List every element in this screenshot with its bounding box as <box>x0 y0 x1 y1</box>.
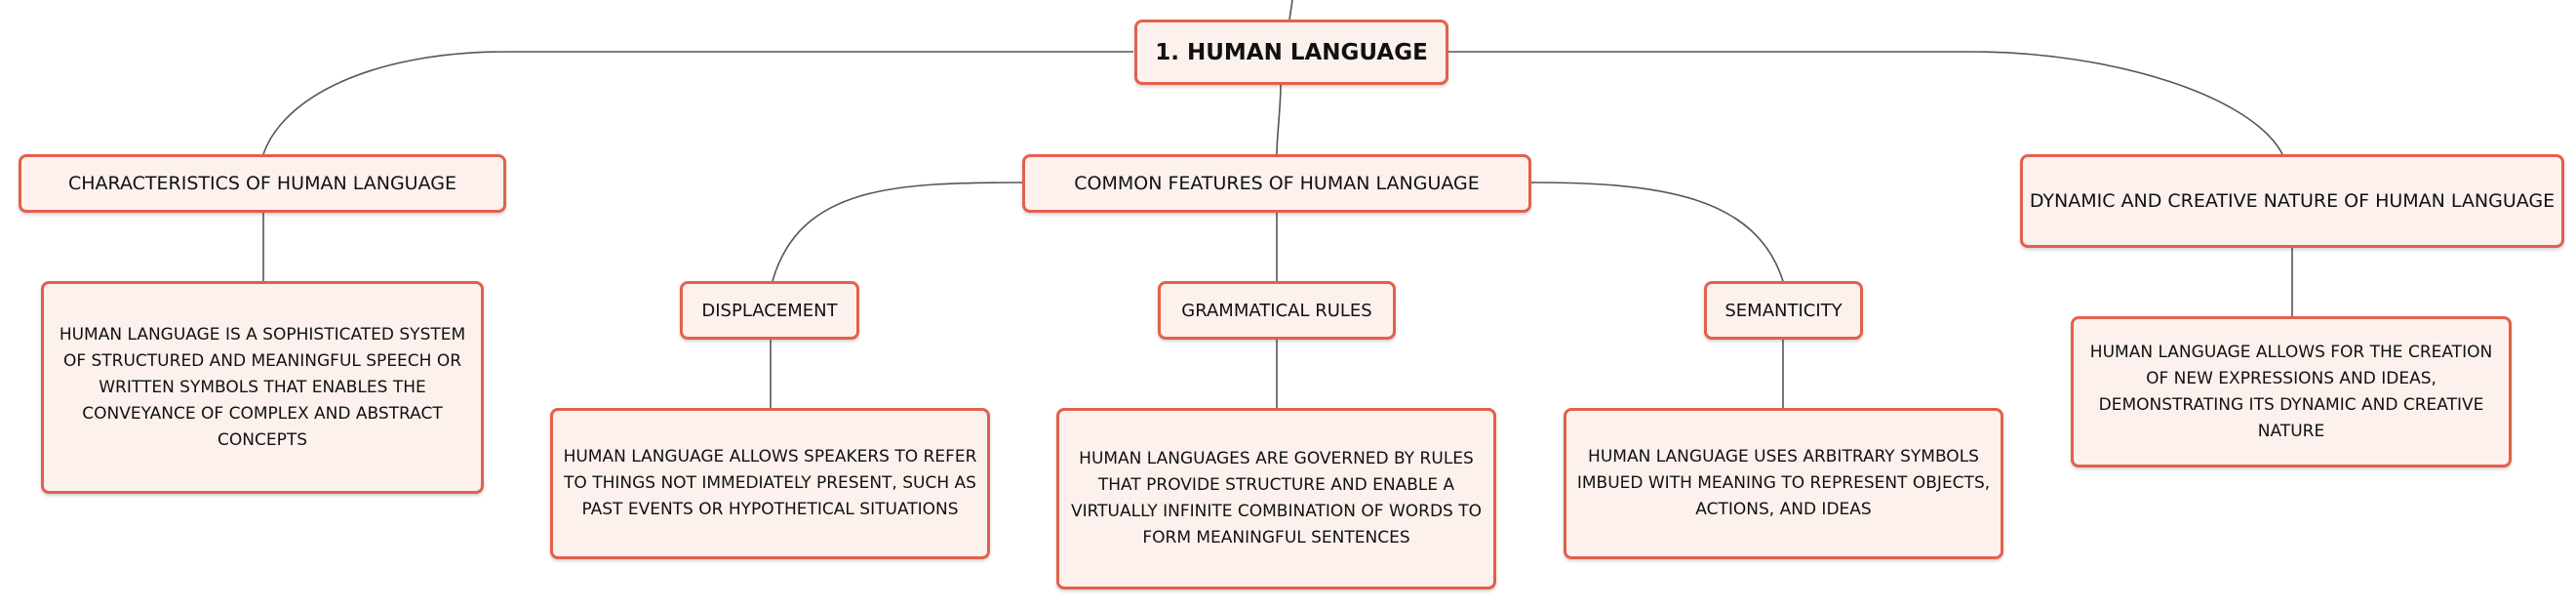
dynamic-node[interactable]: DYNAMIC AND CREATIVE NATURE OF HUMAN LAN… <box>2020 154 2564 248</box>
link-root-to-characteristics <box>262 51 1133 155</box>
semanticity-description-node[interactable]: HUMAN LANGUAGE USES ARBITRARY SYMBOLS IM… <box>1564 408 2003 559</box>
grammatical-rules-description: HUMAN LANGUAGES ARE GOVERNED BY RULES TH… <box>1070 449 1483 548</box>
link-root-to-dynamic <box>1448 51 2283 155</box>
dynamic-description-node[interactable]: HUMAN LANGUAGE ALLOWS FOR THE CREATION O… <box>2071 316 2512 467</box>
link-parent-to-root <box>1288 0 1293 20</box>
link-common-to-displacement <box>772 182 1023 282</box>
grammatical-rules-label: GRAMMATICAL RULES <box>1181 300 1372 321</box>
displacement-description-node[interactable]: HUMAN LANGUAGE ALLOWS SPEAKERS TO REFER … <box>550 408 990 559</box>
characteristics-description-node[interactable]: HUMAN LANGUAGE IS A SOPHISTICATED SYSTEM… <box>41 281 484 494</box>
displacement-label: DISPLACEMENT <box>701 300 838 321</box>
grammatical-rules-description-node[interactable]: HUMAN LANGUAGES ARE GOVERNED BY RULES TH… <box>1056 408 1496 589</box>
root-label: 1. HUMAN LANGUAGE <box>1155 39 1428 65</box>
characteristics-description: HUMAN LANGUAGE IS A SOPHISTICATED SYSTEM… <box>59 324 466 450</box>
common-features-label: COMMON FEATURES OF HUMAN LANGUAGE <box>1074 173 1480 194</box>
characteristics-label: CHARACTERISTICS OF HUMAN LANGUAGE <box>68 173 456 194</box>
semanticity-node[interactable]: SEMANTICITY <box>1704 281 1863 340</box>
displacement-node[interactable]: DISPLACEMENT <box>680 281 859 340</box>
root-node[interactable]: 1. HUMAN LANGUAGE <box>1134 20 1448 85</box>
characteristics-node[interactable]: CHARACTERISTICS OF HUMAN LANGUAGE <box>19 154 506 213</box>
grammatical-rules-node[interactable]: GRAMMATICAL RULES <box>1158 281 1396 340</box>
dynamic-description: HUMAN LANGUAGE ALLOWS FOR THE CREATION O… <box>2089 342 2493 441</box>
displacement-description: HUMAN LANGUAGE ALLOWS SPEAKERS TO REFER … <box>563 447 977 519</box>
common-features-node[interactable]: COMMON FEATURES OF HUMAN LANGUAGE <box>1022 154 1531 213</box>
link-root-to-common <box>1276 84 1282 155</box>
semanticity-description: HUMAN LANGUAGE USES ARBITRARY SYMBOLS IM… <box>1576 447 1991 519</box>
dynamic-label: DYNAMIC AND CREATIVE NATURE OF HUMAN LAN… <box>2029 190 2556 212</box>
semanticity-label: SEMANTICITY <box>1724 300 1843 321</box>
link-common-to-semanticity <box>1530 182 1784 282</box>
